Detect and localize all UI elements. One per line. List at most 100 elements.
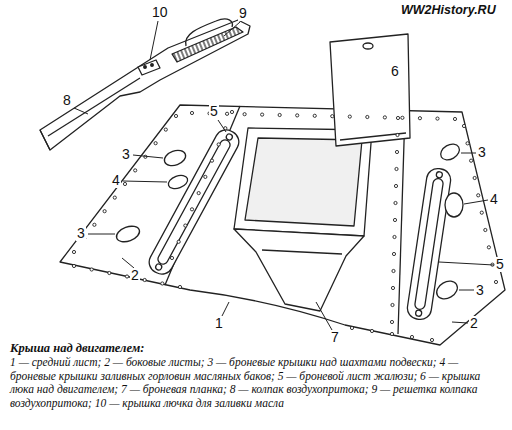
rivet bbox=[210, 159, 213, 162]
rivet bbox=[197, 192, 200, 195]
hatch-opening bbox=[245, 138, 362, 226]
caption-legend: 1 — средний лист; 2 — боковые листы; 3 —… bbox=[10, 356, 504, 410]
rivet bbox=[174, 114, 177, 117]
rivet bbox=[393, 235, 396, 238]
rivet bbox=[125, 275, 128, 278]
rivet bbox=[134, 169, 137, 172]
rivet bbox=[392, 252, 395, 255]
lid-hole bbox=[363, 43, 373, 49]
callout-number: 3 bbox=[76, 226, 86, 241]
callout-number: 7 bbox=[330, 330, 340, 345]
callout-number: 4 bbox=[489, 192, 499, 207]
rivet bbox=[366, 115, 369, 118]
rivet bbox=[394, 184, 397, 187]
suspension-cover bbox=[162, 148, 187, 169]
rivet bbox=[395, 167, 398, 170]
rivet bbox=[178, 285, 181, 288]
roof-plate bbox=[60, 105, 505, 345]
rivet bbox=[470, 159, 473, 162]
callout-number: 4 bbox=[111, 173, 121, 188]
callout-number: 1 bbox=[214, 316, 224, 331]
oil-filler-cover bbox=[445, 193, 463, 217]
callout-number: 3 bbox=[475, 283, 485, 298]
suspension-cover bbox=[114, 223, 141, 244]
right-seam bbox=[398, 111, 405, 334]
rivet bbox=[480, 211, 483, 214]
rivet bbox=[296, 114, 299, 117]
rivet bbox=[390, 332, 393, 335]
callout-number: 2 bbox=[469, 316, 479, 331]
rivet bbox=[123, 182, 126, 185]
rivet bbox=[143, 278, 146, 281]
rivet bbox=[72, 250, 75, 253]
suspension-cover bbox=[433, 278, 460, 303]
rivet bbox=[396, 133, 399, 136]
rivet bbox=[401, 116, 404, 119]
rivet bbox=[278, 113, 281, 116]
rivet bbox=[453, 117, 456, 120]
hood-edge bbox=[48, 78, 140, 136]
rivet bbox=[204, 175, 207, 178]
rivet bbox=[261, 113, 264, 116]
oil-filler-cover bbox=[167, 173, 190, 191]
callout-number: 2 bbox=[130, 268, 140, 283]
rivet bbox=[313, 114, 316, 117]
rivet bbox=[462, 124, 465, 127]
rivet bbox=[217, 143, 220, 146]
hood-handle bbox=[186, 19, 233, 46]
rivet bbox=[391, 286, 394, 289]
callout-number: 5 bbox=[495, 257, 505, 272]
rivet bbox=[190, 208, 193, 211]
rivet bbox=[230, 110, 233, 113]
rivet bbox=[394, 201, 397, 204]
rivet bbox=[225, 112, 228, 115]
armor-strip bbox=[234, 229, 364, 311]
rivet bbox=[466, 142, 469, 145]
rivet bbox=[331, 115, 334, 118]
rivet bbox=[370, 329, 373, 332]
rivet bbox=[103, 210, 106, 213]
hatch-lid bbox=[330, 34, 410, 146]
rivet bbox=[170, 256, 173, 259]
rivet bbox=[72, 264, 75, 267]
rivet bbox=[391, 303, 394, 306]
leader-lines bbox=[74, 21, 494, 330]
rivet bbox=[161, 282, 164, 285]
rivet bbox=[350, 326, 353, 329]
rivet bbox=[164, 128, 167, 131]
rivet bbox=[430, 338, 433, 341]
rivet bbox=[390, 320, 393, 323]
callout-number: 3 bbox=[121, 147, 131, 162]
callout-number: 9 bbox=[238, 6, 248, 21]
louvre-plate-left bbox=[145, 126, 242, 278]
rivet bbox=[487, 246, 490, 249]
rivet bbox=[392, 269, 395, 272]
callout-number: 3 bbox=[477, 145, 487, 160]
rivet bbox=[477, 194, 480, 197]
hood-end bbox=[40, 130, 50, 150]
rivet bbox=[93, 223, 96, 226]
rivet bbox=[113, 196, 116, 199]
rivet bbox=[418, 117, 421, 120]
rivet bbox=[396, 116, 399, 119]
rivet bbox=[484, 228, 487, 231]
rivet bbox=[90, 268, 93, 271]
suspension-cover bbox=[438, 141, 462, 163]
watermark: WW2History.RU bbox=[400, 3, 497, 18]
rivet bbox=[383, 116, 386, 119]
rivet bbox=[190, 111, 193, 114]
lid-hinge bbox=[340, 133, 406, 140]
rivet bbox=[108, 271, 111, 274]
rivet bbox=[436, 117, 439, 120]
rivet bbox=[184, 224, 187, 227]
callout-number: 5 bbox=[209, 104, 219, 119]
armor-strip-edge bbox=[262, 250, 342, 254]
rivet bbox=[243, 113, 246, 116]
rivet bbox=[494, 280, 497, 283]
air-intake-hood bbox=[40, 20, 250, 150]
callout-number: 8 bbox=[62, 93, 72, 108]
rivet bbox=[473, 176, 476, 179]
oil-hatch-cover bbox=[138, 60, 160, 75]
rivet bbox=[348, 115, 351, 118]
